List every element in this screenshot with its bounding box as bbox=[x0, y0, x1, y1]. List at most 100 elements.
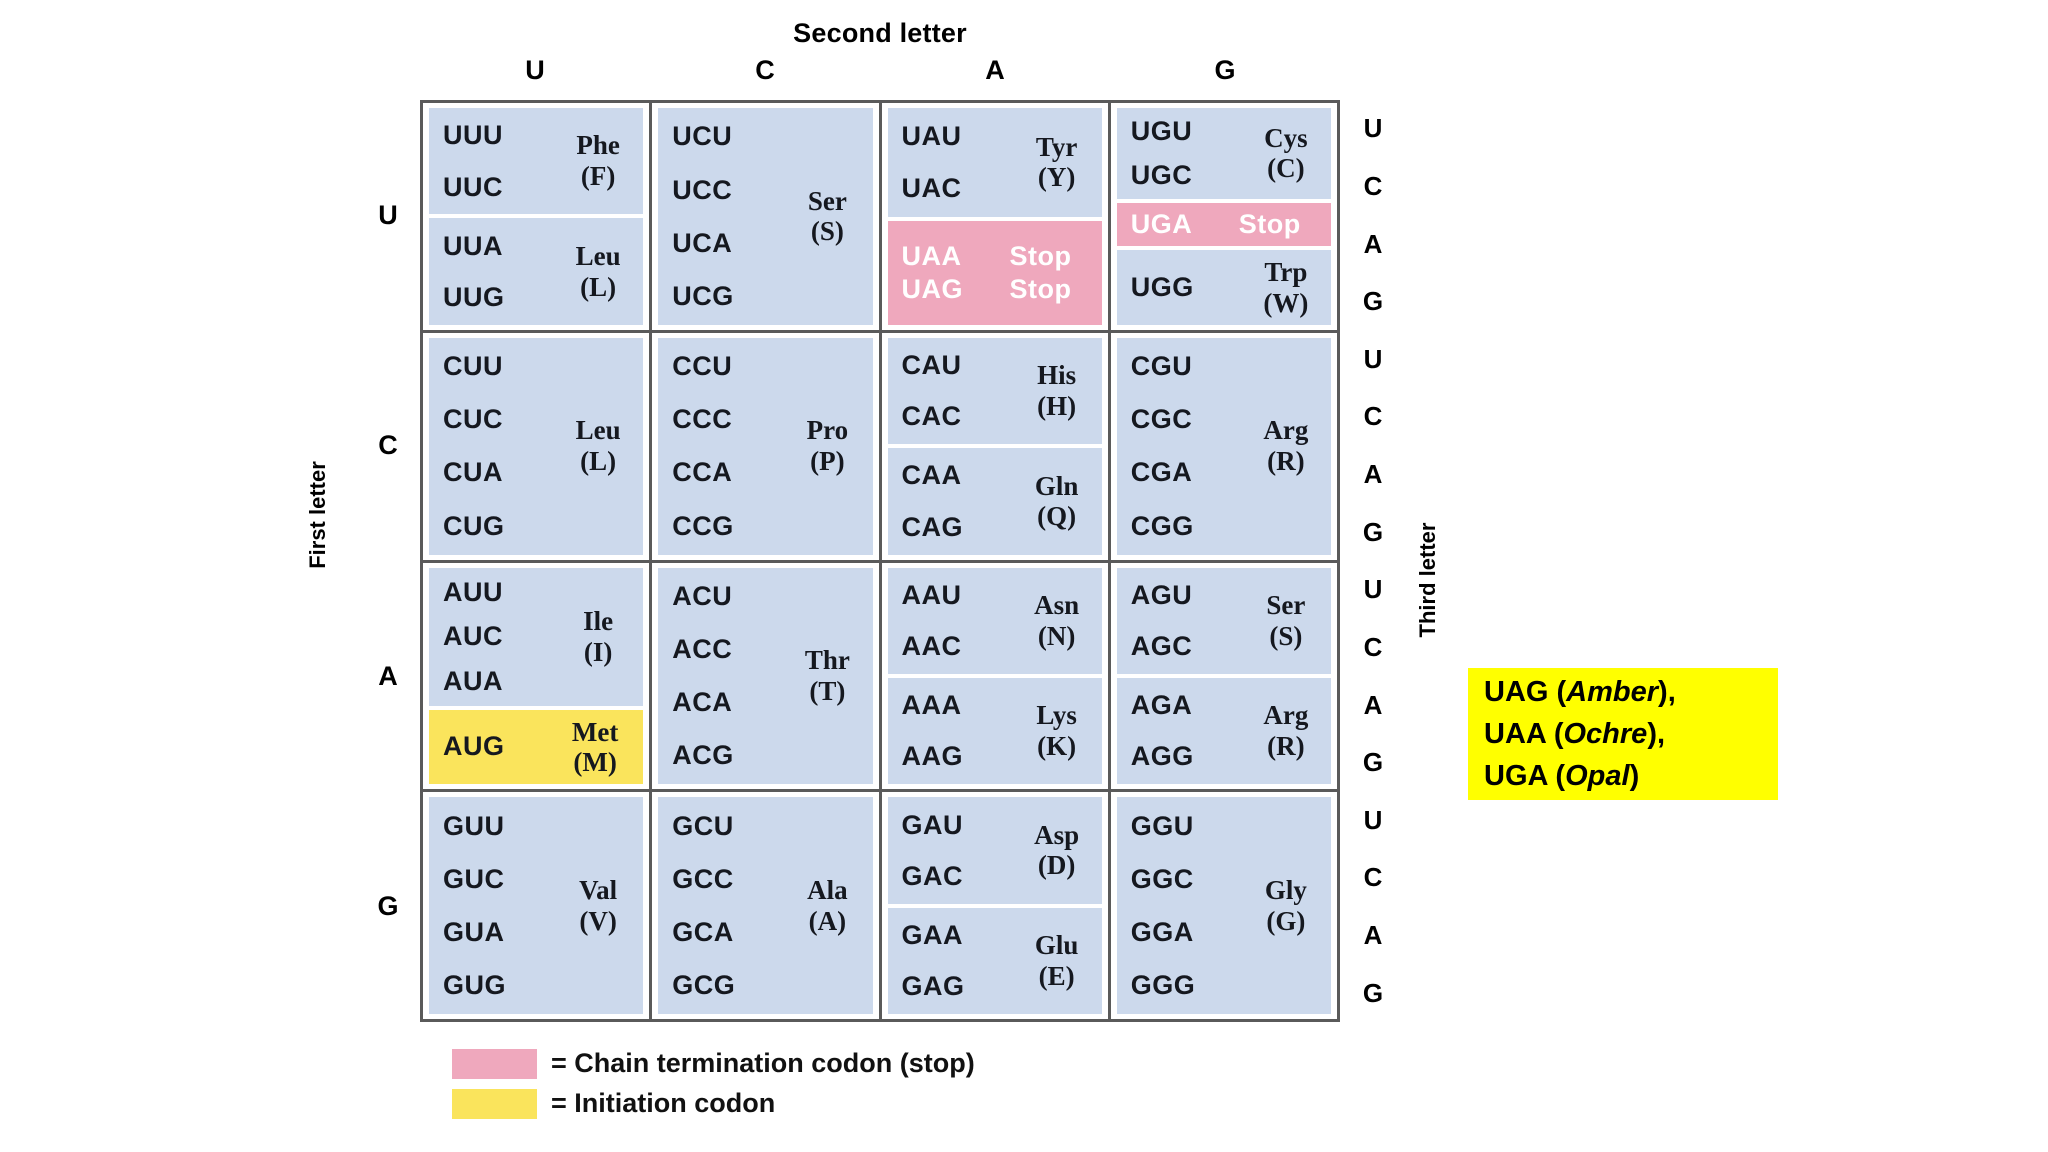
codon-ugc: UGC bbox=[1130, 159, 1193, 190]
amino-acid-thr: Thr(T) bbox=[780, 645, 868, 707]
amino-acid-tyr: Tyr(Y) bbox=[1010, 132, 1098, 194]
codon-gga: GGA bbox=[1130, 916, 1194, 947]
third-letter-c: C bbox=[1363, 862, 1383, 893]
codon-aug: AUG bbox=[443, 731, 505, 762]
codon-agu: AGU bbox=[1130, 579, 1193, 610]
amino-acid-asp: Asp(D) bbox=[1010, 820, 1098, 882]
legend-row-pink: = Chain termination codon (stop) bbox=[452, 1048, 975, 1079]
codon-ggu: GGU bbox=[1130, 810, 1194, 841]
note-line-uga: UGA (Opal) bbox=[1484, 760, 1640, 793]
amino-letter: (P) bbox=[810, 446, 845, 477]
column-header-u: U bbox=[525, 55, 545, 85]
amino-abbr: Ile bbox=[583, 605, 614, 636]
codon-list: UGG bbox=[1131, 252, 1239, 322]
row-header-a: A bbox=[378, 660, 398, 691]
amino-acid-asn: Asn(N) bbox=[1010, 590, 1098, 652]
amino-acid-phe: Phe(F) bbox=[551, 130, 639, 192]
amino-letter: (L) bbox=[580, 446, 617, 477]
codon-gaa: GAA bbox=[901, 919, 963, 950]
legend-row-yellow: = Initiation codon bbox=[452, 1088, 975, 1119]
amino-letter: (D) bbox=[1037, 850, 1076, 881]
legend-swatch-pink bbox=[452, 1048, 537, 1079]
amino-abbr: Ser bbox=[1266, 589, 1306, 620]
third-letter-g: G bbox=[1362, 286, 1384, 317]
codon-aca: ACA bbox=[672, 687, 733, 718]
amino-acid-arg: Arg(R) bbox=[1239, 700, 1327, 762]
amino-acid-cys: Cys(C) bbox=[1239, 123, 1327, 185]
amino-letter: (F) bbox=[580, 161, 616, 192]
amino-letter: (V) bbox=[579, 905, 617, 936]
amino-acid-gln: Gln(Q) bbox=[1010, 471, 1098, 533]
amino-abbr: Ser bbox=[807, 185, 847, 216]
codon-aac: AAC bbox=[901, 631, 962, 661]
third-letter-u: U bbox=[1363, 343, 1383, 374]
codon-agc: AGC bbox=[1130, 631, 1193, 661]
amino-letter: (N) bbox=[1037, 620, 1076, 651]
codon-cgg: CGG bbox=[1130, 510, 1194, 541]
codon-ggg: GGG bbox=[1130, 970, 1196, 1001]
codon-cgu: CGU bbox=[1130, 351, 1193, 382]
third-letter-axis-label: Third letter bbox=[1415, 522, 1440, 638]
amino-letter: (K) bbox=[1037, 731, 1077, 762]
codon-gau: GAU bbox=[901, 809, 963, 840]
codon-guu: GUU bbox=[443, 810, 505, 841]
codon-cac: CAC bbox=[901, 401, 962, 432]
amino-abbr: Asn bbox=[1034, 589, 1080, 620]
codon-cuu: CUU bbox=[443, 351, 503, 382]
amino-abbr: Pro bbox=[806, 415, 849, 446]
codon-acc: ACC bbox=[672, 634, 733, 664]
row-header-c: C bbox=[378, 430, 398, 461]
third-letter-g: G bbox=[1362, 747, 1384, 778]
codon-uuc: UUC bbox=[443, 171, 503, 202]
codon-cgc: CGC bbox=[1130, 404, 1193, 435]
codon-guc: GUC bbox=[443, 863, 505, 894]
second-letter-axis-label: Second letter bbox=[793, 18, 967, 48]
amino-abbr: Asp bbox=[1034, 819, 1080, 850]
codon-acu: ACU bbox=[672, 580, 733, 611]
amino-letter: (W) bbox=[1263, 287, 1309, 318]
codon-gcc: GCC bbox=[672, 863, 734, 894]
amino-letter: (I) bbox=[583, 636, 613, 667]
amino-letter: (A) bbox=[808, 905, 847, 936]
third-letter-c: C bbox=[1363, 631, 1383, 662]
codon-ugu: UGU bbox=[1130, 116, 1193, 147]
amino-abbr: Cys bbox=[1264, 122, 1308, 153]
codon-uug: UUG bbox=[443, 281, 505, 312]
column-header-g: G bbox=[1214, 55, 1236, 85]
amino-abbr: Tyr bbox=[1035, 131, 1078, 162]
codon-cau: CAU bbox=[901, 350, 962, 381]
codon-auc: AUC bbox=[443, 621, 503, 652]
codon-list: AGU AGC bbox=[1131, 570, 1239, 672]
codon-cca: CCA bbox=[672, 457, 733, 488]
